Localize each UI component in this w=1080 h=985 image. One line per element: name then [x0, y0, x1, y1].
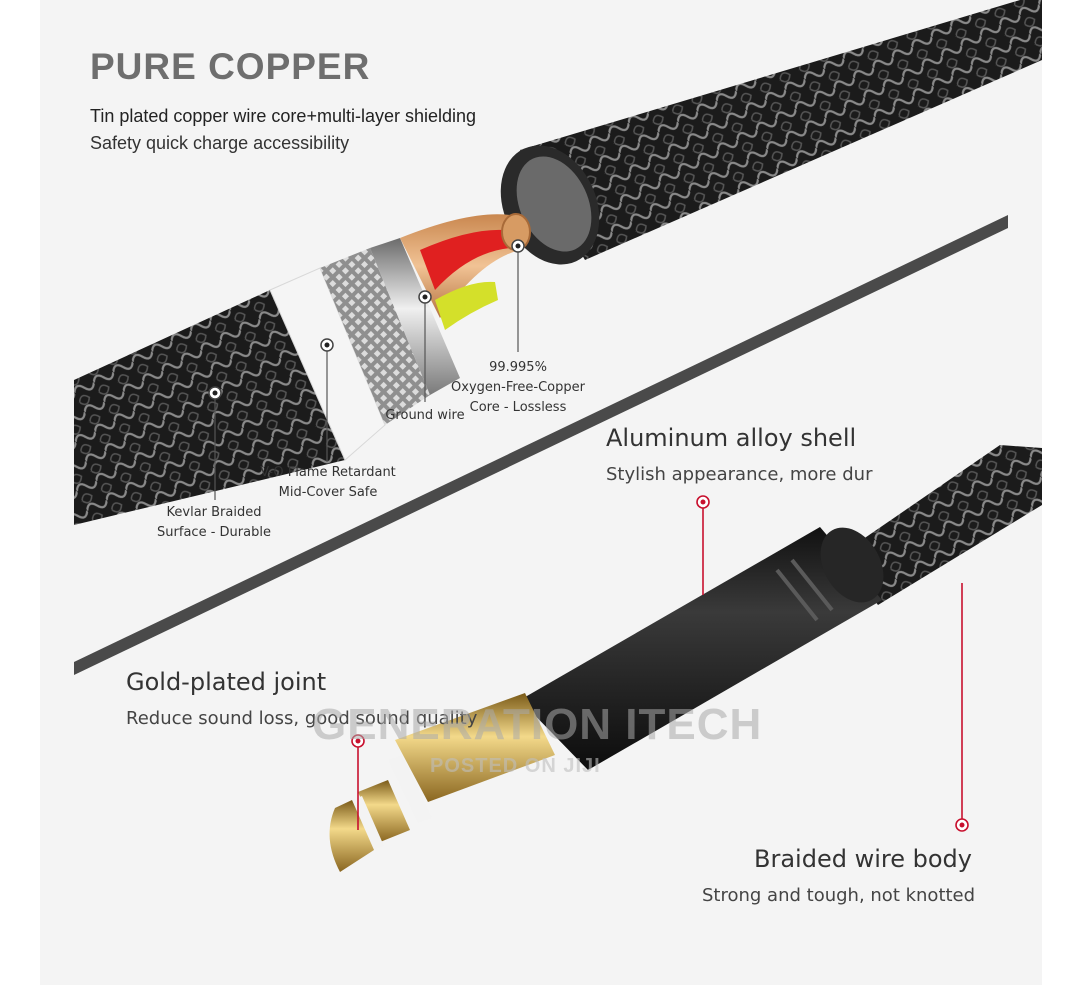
- header-line-2: Safety quick charge accessibility: [90, 133, 350, 153]
- yellow-wire: [435, 281, 498, 330]
- callout-ground: Ground wire: [378, 406, 472, 426]
- joint-title: Gold-plated joint: [126, 668, 327, 696]
- gold-plug-ring: [358, 780, 410, 842]
- gold-plug-tip: [329, 800, 374, 872]
- shell-title: Aluminum alloy shell: [606, 424, 857, 452]
- callout-copper-line-2: Oxygen-Free-Copper: [451, 380, 585, 395]
- watermark-brand: GENERATION ITECH: [312, 700, 763, 749]
- callout-kevlar: Kevlar Braided Surface - Durable: [152, 503, 276, 543]
- shell-end: [820, 527, 884, 603]
- callout-copper-line-1: 99.995%: [489, 360, 547, 375]
- metal-ring: [370, 238, 460, 395]
- product-panel: PURE COPPER Tin plated copper wire core+…: [40, 0, 1042, 985]
- body-title: Braided wire body: [754, 845, 972, 873]
- insulator-ring-2: [352, 796, 384, 850]
- callout-kevlar-line-2: Surface - Durable: [157, 525, 271, 540]
- mesh-shielding: [320, 248, 430, 425]
- callout-copper-line-3: Core - Lossless: [469, 400, 567, 415]
- shell-subtitle: Stylish appearance, more dur: [606, 464, 873, 485]
- callout-flame-line-1: V-O Flame Retardant: [260, 465, 396, 480]
- bottom-callout-markers: [351, 495, 969, 832]
- braided-cable-left: [74, 290, 345, 525]
- divider-stripe: [74, 215, 1008, 675]
- shell-grip-slots: [775, 558, 834, 622]
- braided-cable-top: [520, 0, 1042, 260]
- callout-ground-line-1: Ground wire: [385, 408, 465, 423]
- gold-plug-sleeve: [395, 693, 555, 802]
- headline: PURE COPPER: [90, 46, 371, 87]
- cable-illustration: [74, 0, 1042, 872]
- cable-inner: [516, 156, 592, 252]
- red-wire: [420, 229, 510, 290]
- insulator-ring-1: [388, 755, 432, 823]
- callout-kevlar-line-1: Kevlar Braided: [166, 505, 262, 520]
- joint-subtitle: Reduce sound loss, good sound quality: [126, 708, 478, 729]
- callout-flame: V-O Flame Retardant Mid-Cover Safe: [258, 463, 398, 503]
- header-line-1: Tin plated copper wire core+multi-layer …: [90, 106, 477, 126]
- top-callout-markers: [208, 239, 525, 500]
- body-subtitle: Strong and tough, not knotted: [702, 885, 976, 906]
- watermark-posted: POSTED ON JIJI: [430, 755, 601, 777]
- callout-flame-line-2: Mid-Cover Safe: [278, 485, 378, 500]
- braided-cable-bottom: [840, 445, 1042, 605]
- callout-copper: 99.995% Oxygen-Free-Copper Core - Lossle…: [450, 358, 586, 418]
